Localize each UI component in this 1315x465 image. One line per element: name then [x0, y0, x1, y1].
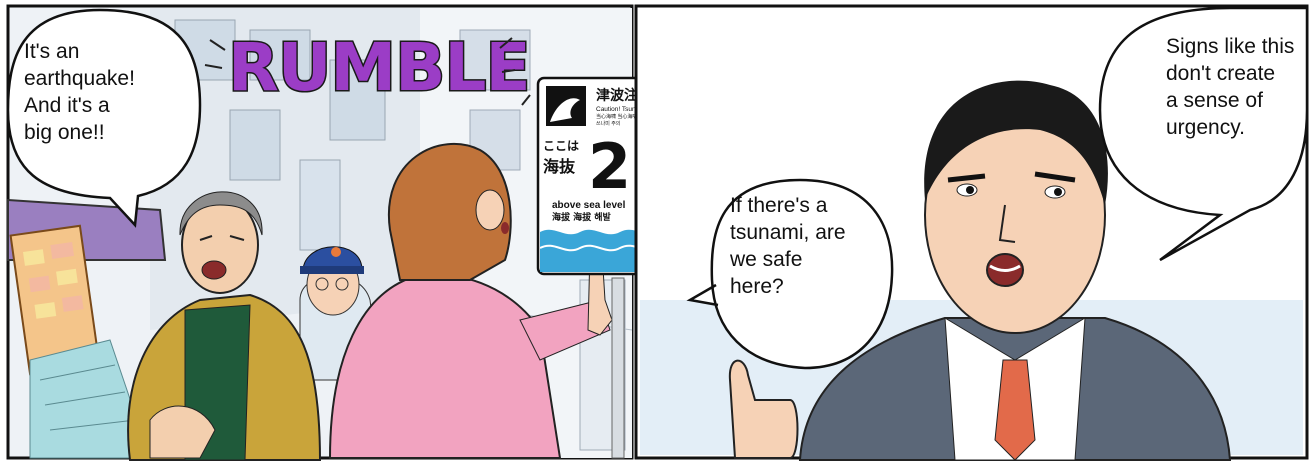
speech-bubble-left — [6, 8, 202, 228]
raised-finger — [728, 359, 799, 459]
bubble-text-right: Signs like this don't create a sense of … — [1166, 35, 1295, 139]
sign-elevation-label: 海抜 — [543, 157, 576, 176]
sign-sub-line-2: 쓰나미 주의 — [596, 120, 620, 127]
sign-above-sea-level: above sea level — [552, 200, 626, 211]
sign-pole — [611, 277, 625, 459]
bubble-text-middle: If there's a tsunami, are we safe here? — [730, 194, 846, 298]
speech-bubble-middle — [686, 178, 894, 370]
shop-menu-board — [9, 224, 101, 376]
gray-haired-man — [127, 191, 322, 461]
sign-multi-language: 海拔 海拔 해발 — [552, 211, 612, 223]
rumble-sound-effect: RUMBLE — [228, 29, 530, 106]
speech-bubble-right — [1098, 6, 1309, 262]
suited-man — [728, 80, 1232, 461]
shake-lines — [204, 37, 516, 73]
bubble-text-left: It's an earthquake! And it's a big one!! — [24, 40, 135, 144]
woman-pink-hoodie — [328, 142, 613, 459]
stairs — [29, 339, 151, 459]
left-panel: RUMBLE — [6, 4, 723, 461]
right-panel — [634, 4, 1309, 461]
sign-here-label: ここは — [543, 139, 579, 153]
sign-sub-line-1: 当心海啸 当心海啸 — [596, 113, 637, 120]
